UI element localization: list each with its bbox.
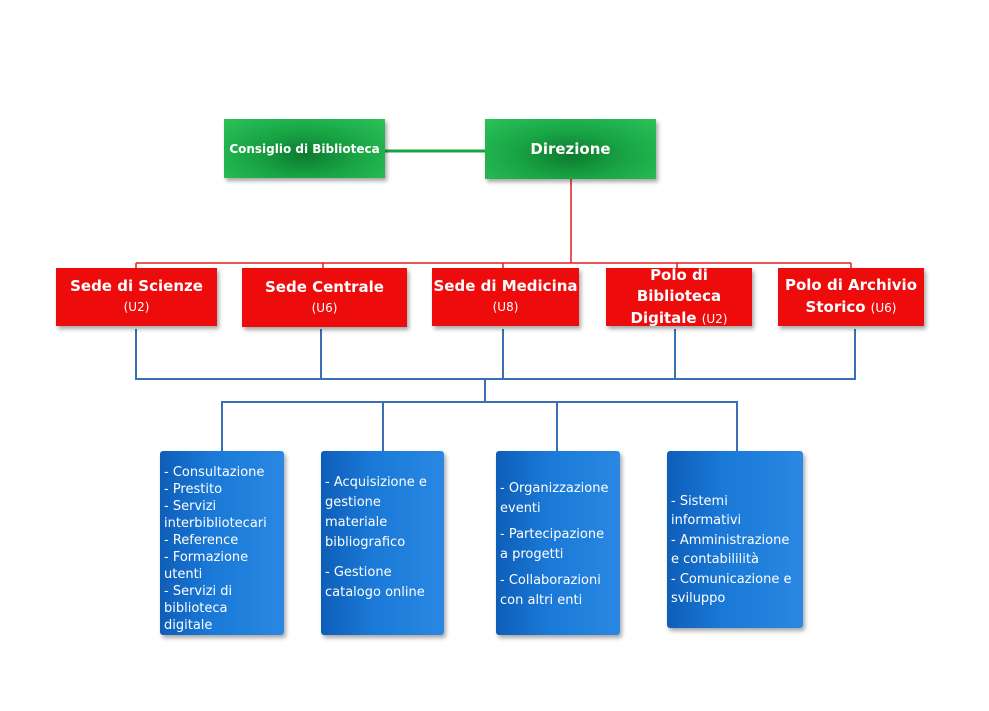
sede-unit: (U6)	[870, 301, 897, 315]
direzione-node: Direzione	[485, 119, 656, 179]
service-list: - Sistemi informativi - Amministrazione e…	[671, 492, 799, 608]
service-item: - Formazione utenti	[164, 550, 249, 582]
services-box-3: - Organizzazione eventi - Partecipazione …	[496, 451, 620, 635]
sede-name: Sede di Medicina	[433, 277, 578, 295]
sede-name: Sede Centrale	[265, 277, 384, 296]
service-item: - Collaborazioni con altri enti	[500, 573, 601, 608]
service-list: - Organizzazione eventi - Partecipazione …	[500, 479, 616, 611]
polo-name-line2: Digitale	[630, 308, 697, 327]
sede-scienze-node: Sede di Scienze (U2)	[56, 268, 217, 326]
sede-name: Sede di Scienze	[70, 277, 203, 295]
sede-unit: (U8)	[492, 300, 519, 314]
service-list: - Consultazione - Prestito - Servizi inter…	[164, 464, 280, 634]
services-box-4: - Sistemi informativi - Amministrazione e…	[667, 451, 803, 628]
services-box-1: - Consultazione - Prestito - Servizi inter…	[160, 451, 284, 635]
sede-unit: (U2)	[123, 300, 150, 314]
service-item: - Amministrazione e contabililità	[671, 533, 790, 567]
sede-medicina-node: Sede di Medicina (U8)	[432, 268, 579, 326]
sede-unit: (U6)	[311, 300, 338, 315]
service-item: - Servizi interbibliotecari	[164, 499, 267, 531]
service-item: - Servizi di biblioteca digitale	[164, 584, 233, 633]
service-item: - Prestito	[164, 482, 223, 497]
polo-name-line2: Storico	[805, 298, 866, 316]
direzione-label: Direzione	[530, 140, 611, 158]
services-box-2: - Acquisizione e gestione materiale bibl…	[321, 451, 444, 635]
service-item: - Partecipazione a progetti	[500, 527, 605, 562]
polo-name-line1: Polo di Biblioteca	[636, 265, 722, 305]
sede-unit: (U2)	[701, 311, 728, 326]
service-list: - Acquisizione e gestione materiale bibl…	[325, 473, 440, 603]
service-item: - Acquisizione e gestione materiale bibl…	[325, 475, 427, 550]
service-item: - Gestione catalogo online	[325, 565, 425, 600]
service-item: - Reference	[164, 533, 239, 548]
consiglio-di-biblioteca-node: Consiglio di Biblioteca	[224, 119, 385, 178]
sede-centrale-node: Sede Centrale (U6)	[242, 268, 407, 327]
service-item: - Sistemi informativi	[671, 494, 742, 528]
polo-name-line1: Polo di Archivio	[784, 276, 917, 294]
service-item: - Organizzazione eventi	[500, 481, 609, 516]
consiglio-label: Consiglio di Biblioteca	[229, 141, 380, 156]
service-item: - Consultazione	[164, 465, 265, 480]
polo-biblioteca-digitale-node: Polo di Biblioteca Digitale (U2)	[606, 265, 752, 327]
polo-archivio-storico-node: Polo di Archivio Storico (U6)	[778, 268, 924, 326]
service-item: - Comunicazione e sviluppo	[671, 572, 792, 606]
